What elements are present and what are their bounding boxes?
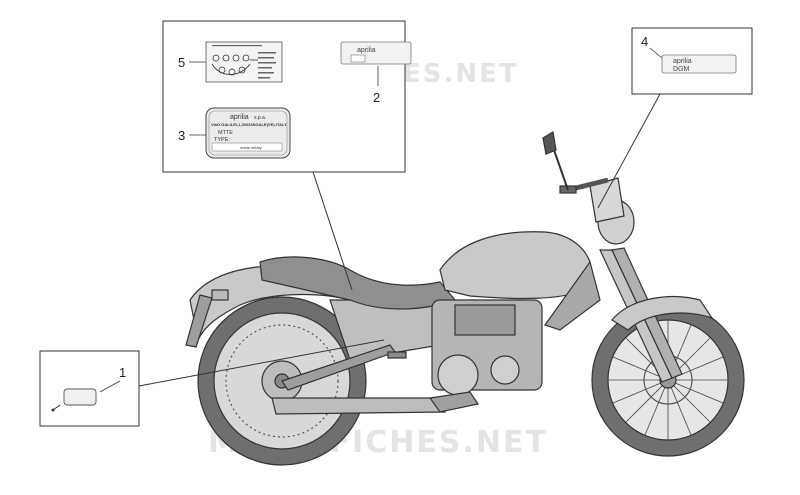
- callout-3: 3: [178, 128, 185, 143]
- decal-3-address: VIaG.GALILEI,1,30033NOALE(VE)-ITALY: [211, 122, 287, 127]
- decal-box-main: 5 aprilia 2 aprilia s.p.a. VIaG.GALILEI,…: [162, 20, 412, 173]
- leader-4: [649, 47, 663, 59]
- leader-1-to-sidecover: [138, 339, 385, 387]
- leader-main-to-seat: [312, 171, 353, 291]
- leader-1: [99, 380, 121, 393]
- decal-item-4: aprilia DGM: [661, 54, 737, 74]
- decal-box-4: 4 aprilia DGM: [631, 27, 753, 95]
- decal-item-1: [51, 388, 97, 412]
- decal-3-mtte: MTTE: [218, 130, 233, 136]
- decal-3-brand: aprilia: [230, 114, 249, 121]
- decal-box-1-frame: [39, 350, 140, 427]
- callout-2: 2: [373, 90, 380, 105]
- callout-1: 1: [119, 365, 126, 380]
- leader-lines: [138, 93, 661, 387]
- decal-item-2: aprilia: [340, 41, 412, 65]
- decal-4-brand: aprilia: [673, 58, 692, 65]
- engine: [431, 299, 543, 396]
- decal-3-type: TYPE:: [214, 137, 230, 143]
- decal-2-brand: aprilia: [357, 47, 376, 54]
- decal-4-model: DGM: [673, 66, 690, 73]
- callout-4: 4: [641, 34, 648, 49]
- callout-5: 5: [178, 55, 185, 70]
- decal-box-1: 1: [39, 350, 140, 427]
- decal-item-3: aprilia s.p.a. VIaG.GALILEI,1,30033NOALE…: [205, 107, 291, 159]
- decal-item-5: [205, 41, 283, 83]
- decal-3-made-in: made inItaly: [240, 145, 262, 150]
- motorcycle-illustration: [185, 131, 745, 466]
- leader-4-to-headlight: [597, 93, 661, 209]
- decal-3-company: s.p.a.: [254, 115, 266, 121]
